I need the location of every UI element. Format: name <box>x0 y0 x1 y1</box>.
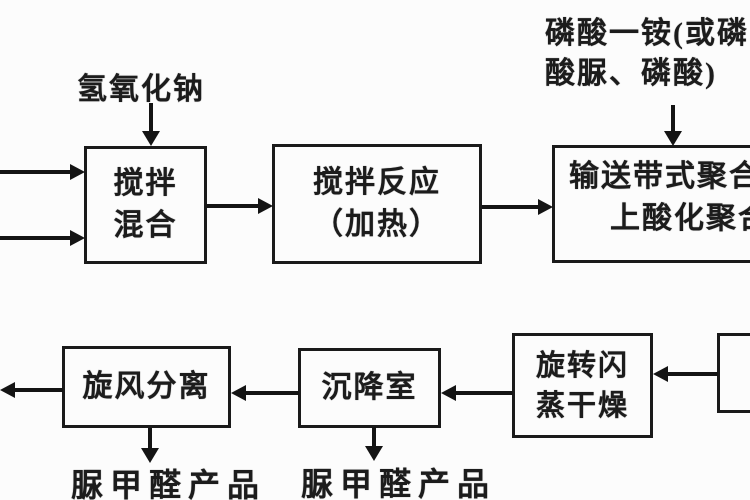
arrow-shaft <box>149 103 153 133</box>
arrowhead-down-icon <box>365 446 383 461</box>
arrowhead-right-icon <box>258 198 273 214</box>
arrow-feed-bottom-to-mix <box>0 230 85 246</box>
box-belt-polymerization: 输送带式聚合 上酸化聚合 <box>552 145 750 263</box>
label-product-mid: 脲甲醛产品 <box>301 466 497 500</box>
label-sodium-hydroxide: 氢氧化钠 <box>77 73 205 106</box>
label-phosphate-line1: 磷酸一铵(或磷 <box>545 17 749 50</box>
arrowhead-right-icon <box>538 199 553 215</box>
arrow-shaft <box>148 428 152 450</box>
arrow-shaft <box>372 427 376 448</box>
arrow-shaft <box>0 170 72 174</box>
box-belt-polymerization-line1: 输送带式聚合 <box>569 160 750 193</box>
arrow-settling-to-product <box>363 427 385 462</box>
box-stir-reaction: 搅拌反应 （加热） <box>272 144 482 264</box>
arrow-phosphate-to-belt <box>662 105 684 146</box>
box-cyclone-separation-line1: 旋风分离 <box>82 370 211 403</box>
arrowhead-left-icon <box>231 385 246 401</box>
box-rotary-flash-drying-line1: 旋转闪 <box>535 349 629 382</box>
box-stir-mix-line1: 搅拌 <box>113 167 178 200</box>
arrow-shaft <box>454 391 513 395</box>
arrowhead-left-icon <box>441 385 456 401</box>
arrow-cyclone-out-left <box>0 382 63 398</box>
box-clipped-right <box>717 333 750 413</box>
arrowhead-right-icon <box>70 230 85 246</box>
arrow-flash-to-settling <box>441 385 513 401</box>
box-rotary-flash-drying-line2: 蒸干燥 <box>535 389 629 422</box>
arrow-shaft <box>666 372 718 376</box>
box-rotary-flash-drying: 旋转闪 蒸干燥 <box>512 333 653 438</box>
box-stir-mix: 搅拌 混合 <box>84 146 207 264</box>
arrow-feed-top-to-mix <box>0 164 85 180</box>
arrow-right-to-flash-drying <box>653 366 718 382</box>
arrow-reaction-to-belt <box>482 199 553 215</box>
box-stir-reaction-line2: （加热） <box>313 208 441 241</box>
arrow-settling-to-cyclone <box>231 385 299 401</box>
arrowhead-left-icon <box>0 382 15 398</box>
arrow-naoh-to-mix <box>140 103 162 146</box>
label-phosphate-line2: 酸脲、磷酸) <box>545 57 717 90</box>
arrow-shaft <box>482 205 540 209</box>
label-product-left: 脲甲醛产品 <box>71 467 267 500</box>
arrowhead-down-icon <box>664 131 682 146</box>
arrowhead-down-icon <box>141 448 159 463</box>
arrowhead-down-icon <box>142 131 160 146</box>
arrowhead-right-icon <box>70 164 85 180</box>
box-settling-chamber-line1: 沉降室 <box>321 371 418 404</box>
box-belt-polymerization-line2: 上酸化聚合 <box>610 202 750 235</box>
box-stir-reaction-line1: 搅拌反应 <box>313 166 441 199</box>
arrow-shaft <box>671 105 675 133</box>
arrowhead-left-icon <box>653 366 668 382</box>
box-stir-mix-line2: 混合 <box>113 209 178 242</box>
arrow-shaft <box>207 204 260 208</box>
arrow-cyclone-to-product <box>139 428 161 464</box>
arrow-shaft <box>13 388 63 392</box>
arrow-mix-to-reaction <box>207 198 273 214</box>
box-cyclone-separation: 旋风分离 <box>62 346 231 428</box>
box-settling-chamber: 沉降室 <box>298 348 441 428</box>
arrow-shaft <box>0 236 72 240</box>
arrow-shaft <box>244 391 299 395</box>
